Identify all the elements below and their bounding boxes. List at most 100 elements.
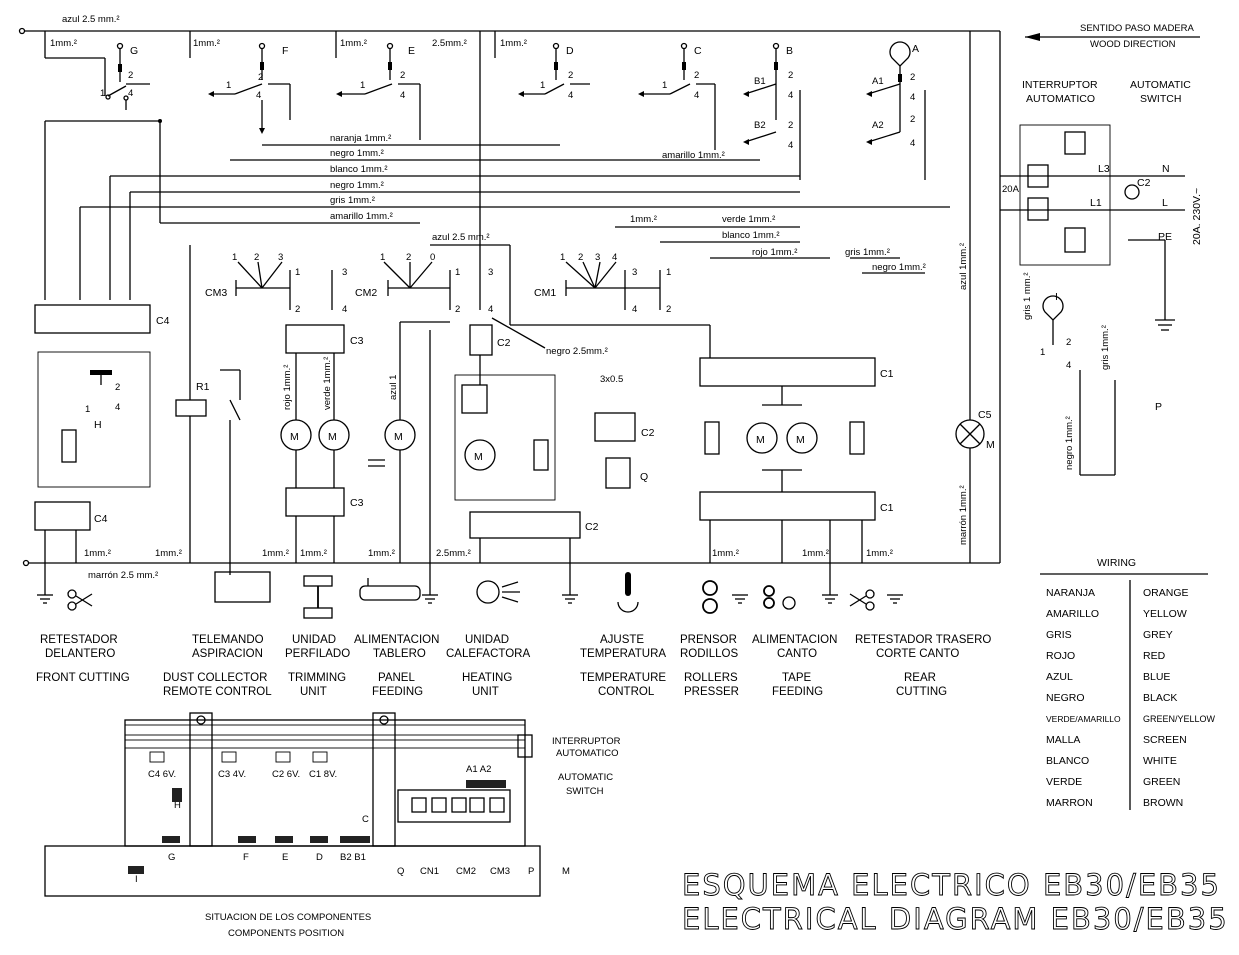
wiring-row-es: AZUL (1046, 671, 1073, 683)
svg-text:P: P (528, 866, 534, 877)
ground-symbols (37, 594, 903, 604)
svg-text:marrón 1mm.²: marrón 1mm.² (958, 485, 969, 545)
unit-icons (67, 571, 875, 619)
svg-text:4: 4 (910, 92, 915, 103)
svg-text:F: F (282, 45, 288, 57)
layout-connector-socket (221, 751, 237, 763)
svg-text:C3: C3 (350, 335, 364, 347)
layout-panel-control (469, 797, 485, 813)
wire-label-azul-top: azul 2.5 mm.² (62, 14, 120, 25)
svg-text:2: 2 (666, 304, 671, 315)
svg-text:ALIMENTACION: ALIMENTACION (752, 634, 837, 646)
diagram-title: ESQUEMA ELECTRICO EB30/EB35 ELECTRICAL D… (682, 868, 1229, 937)
layout-panel-control (451, 797, 467, 813)
svg-text:A: A (912, 43, 919, 55)
svg-text:P: P (1155, 401, 1162, 413)
wiring-row-es: VERDE (1046, 776, 1082, 788)
svg-text:RETESTADOR: RETESTADOR (40, 634, 118, 646)
wiring-row-es: AMARILLO (1046, 608, 1099, 620)
panel-feeding-circuit: azul 1 M 1mm.² (368, 321, 450, 595)
svg-text:3: 3 (595, 252, 600, 263)
svg-text:4: 4 (342, 304, 347, 315)
svg-text:2: 2 (910, 114, 915, 125)
svg-text:AJUSTE: AJUSTE (600, 634, 644, 646)
dust-collector-icon (214, 571, 271, 603)
svg-text:C2: C2 (1137, 177, 1151, 189)
svg-text:azul 1: azul 1 (388, 375, 399, 400)
svg-text:Q: Q (640, 471, 648, 483)
svg-text:1mm.²: 1mm.² (630, 214, 657, 225)
svg-text:C2: C2 (585, 521, 599, 533)
svg-text:B2 B1: B2 B1 (340, 852, 366, 863)
svg-text:1: 1 (560, 252, 565, 263)
svg-text:CORTE CANTO: CORTE CANTO (876, 648, 959, 660)
wiring-row-en: GREY (1143, 629, 1173, 641)
svg-text:CM3: CM3 (205, 287, 227, 299)
svg-text:SWITCH: SWITCH (566, 786, 604, 797)
svg-text:CALEFACTORA: CALEFACTORA (446, 648, 530, 660)
scissors-rear-icon (849, 589, 875, 611)
svg-text:C4: C4 (156, 315, 170, 327)
svg-text:20A. 230V.~: 20A. 230V.~ (1191, 188, 1203, 245)
svg-text:PRESSER: PRESSER (684, 686, 739, 698)
svg-text:0: 0 (430, 252, 435, 263)
svg-text:REMOTE CONTROL: REMOTE CONTROL (163, 686, 272, 698)
wiring-title: WIRING (1097, 557, 1136, 569)
switch-c: C 2 1 4 (638, 42, 716, 150)
svg-text:AUTOMATIC: AUTOMATIC (558, 772, 613, 783)
svg-text:B1: B1 (754, 76, 766, 87)
svg-text:C2: C2 (497, 337, 511, 349)
direction-label-es: SENTIDO PASO MADERA (1080, 23, 1195, 34)
svg-text:4: 4 (694, 90, 699, 101)
title-es: ESQUEMA ELECTRICO EB30/EB35 (682, 868, 1221, 902)
svg-text:1: 1 (85, 404, 90, 415)
svg-text:AUTOMATICO: AUTOMATICO (556, 748, 618, 759)
layout-connector-socket (275, 751, 291, 763)
svg-text:M: M (562, 866, 570, 877)
svg-text:4: 4 (568, 90, 573, 101)
svg-text:PRENSOR: PRENSOR (680, 634, 737, 646)
svg-text:FEEDING: FEEDING (772, 686, 823, 698)
svg-text:1mm.²: 1mm.² (262, 548, 289, 559)
wiring-row-es: GRIS (1046, 629, 1072, 641)
svg-text:1mm.²: 1mm.² (193, 38, 220, 49)
svg-text:ASPIRACION: ASPIRACION (192, 648, 263, 660)
cm1-selector: CM1 1 2 3 4 3 1 4 2 (509, 245, 710, 326)
svg-text:3x0.5: 3x0.5 (600, 374, 623, 385)
svg-text:1mm.²: 1mm.² (340, 38, 367, 49)
rollers-icon (702, 580, 718, 614)
svg-text:TRIMMING: TRIMMING (288, 672, 346, 684)
svg-text:negro 1mm.²: negro 1mm.² (1064, 416, 1075, 470)
title-en: ELECTRICAL DIAGRAM EB30/EB35 (682, 902, 1229, 936)
svg-text:D: D (316, 852, 323, 863)
svg-text:2: 2 (406, 252, 411, 263)
svg-text:C5: C5 (978, 409, 992, 421)
layout-connector-block (466, 780, 506, 788)
layout-connector-block (340, 836, 370, 843)
svg-text:G: G (168, 852, 175, 863)
svg-text:azul 1mm.²: azul 1mm.² (958, 243, 969, 290)
layout-panel-control (431, 797, 447, 813)
key-switch-icon (889, 41, 911, 67)
svg-text:4: 4 (612, 252, 617, 263)
svg-text:naranja 1mm.²: naranja 1mm.² (330, 133, 391, 144)
svg-text:C4: C4 (94, 513, 108, 525)
wiring-row-en: BLACK (1143, 692, 1177, 704)
svg-text:M: M (394, 431, 403, 443)
relay-r1: R1 1mm.² (155, 245, 241, 575)
svg-text:M: M (290, 431, 299, 443)
layout-panel-control (411, 797, 427, 813)
trimming-tool-icon (303, 575, 333, 619)
switch-d: D 2 1 4 (518, 42, 590, 101)
svg-text:1: 1 (295, 267, 300, 278)
svg-text:1: 1 (1040, 347, 1045, 358)
svg-text:FEEDING: FEEDING (372, 686, 423, 698)
layout-connector-block (238, 836, 256, 843)
svg-text:C3: C3 (350, 497, 364, 509)
svg-text:gris 1mm.²: gris 1mm.² (330, 195, 375, 206)
svg-text:L: L (1162, 197, 1168, 209)
svg-text:1mm.²: 1mm.² (500, 38, 527, 49)
svg-text:SWITCH: SWITCH (1140, 93, 1181, 105)
